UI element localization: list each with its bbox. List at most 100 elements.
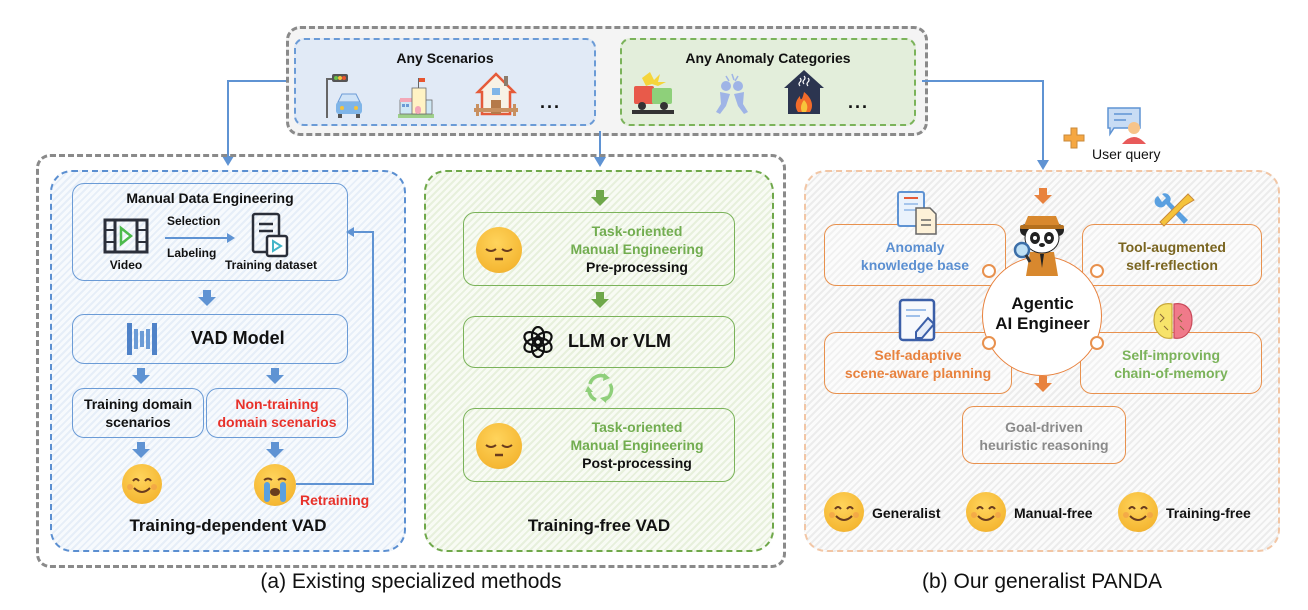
refresh-cycle-icon [585, 373, 614, 403]
scenarios-more: ... [540, 92, 562, 112]
connector-ring [982, 336, 996, 350]
vad-model-label: VAD Model [191, 328, 285, 348]
arrow-to-training-free [594, 157, 606, 167]
knowledge-line2: knowledge base [860, 257, 970, 273]
panel-a-caption: (a) Existing specialized methods [260, 570, 562, 593]
tool-reflection-box[interactable]: Tool-augmented self-reflection [1082, 224, 1262, 286]
fighting-icon [716, 73, 748, 114]
edit-notes-icon [898, 298, 936, 342]
training-dependent-vad-title: Training-dependent VAD [129, 516, 327, 535]
planning-box[interactable]: Self-adaptive scene-aware planning [824, 332, 1012, 394]
panel-b-caption: (b) Our generalist PANDA [921, 570, 1163, 593]
pre-line1: Task-oriented [591, 223, 683, 239]
connector-right-h [922, 80, 1044, 82]
arrow-to-panda [1037, 160, 1049, 170]
anomalies-more: ... [848, 92, 870, 112]
knowledge-base-box[interactable]: Anomaly knowledge base [824, 224, 1006, 286]
connector-left-v [227, 80, 229, 158]
pre-line3: Pre-processing [586, 259, 688, 275]
neural-network-icon [127, 323, 157, 355]
training-dataset-icon [251, 212, 289, 258]
panda-detective-icon [1013, 216, 1064, 276]
memory-line1: Self-improving [1121, 347, 1220, 363]
video-label: Video [109, 258, 143, 272]
tools-icon [1154, 193, 1195, 227]
arrow-to-training-dependent [222, 156, 234, 166]
arrow-vad-to-non-training-domain [266, 368, 284, 384]
traffic-light-car-icon [326, 74, 362, 118]
pre-processing-text: Task-oriented Manual Engineering Pre-pro… [552, 223, 722, 275]
pre-processing-box: Task-oriented Manual Engineering Pre-pro… [463, 212, 735, 286]
post-line2: Manual Engineering [570, 437, 704, 453]
any-anomaly-categories-title: Any Anomaly Categories [685, 50, 851, 66]
car-crash-icon [632, 72, 674, 114]
manual-data-engineering-title: Manual Data Engineering [126, 190, 294, 206]
training-dataset-label: Training dataset [225, 258, 318, 272]
agentic-label-1: Agentic [1011, 294, 1074, 313]
any-scenarios-title: Any Scenarios [396, 50, 494, 66]
training-free-smiley-icon [1118, 492, 1158, 532]
labeling-label: Labeling [167, 246, 217, 260]
pensive-face-icon [476, 227, 522, 273]
connector-ring [1090, 336, 1104, 350]
connector-right-v [1042, 80, 1044, 162]
video-icon [103, 218, 149, 254]
post-processing-box: Task-oriented Manual Engineering Post-pr… [463, 408, 735, 482]
brain-icon [1153, 303, 1193, 339]
happy-face-icon [122, 464, 162, 504]
training-domain-box: Training domain scenarios [72, 388, 204, 438]
arrow-to-pre-processing [591, 190, 609, 206]
user-query-label: User query [1092, 146, 1161, 162]
manual-data-engineering-box: Manual Data Engineering Video Selection … [72, 183, 348, 281]
existing-methods-container [36, 154, 786, 568]
post-processing-text: Task-oriented Manual Engineering Post-pr… [552, 419, 722, 471]
property-manual-free: Manual-free [1014, 505, 1093, 521]
retraining-line-top [350, 231, 374, 233]
any-anomaly-categories-box: Any Anomaly Categories ... [620, 38, 916, 126]
retraining-line-v [372, 231, 374, 485]
house-icon [474, 72, 518, 116]
crying-face-icon [254, 464, 296, 506]
agentic-label-2: AI Engineer [995, 314, 1090, 333]
selection-arrowhead [227, 233, 235, 243]
vad-model-box: VAD Model [72, 314, 348, 364]
planning-line2: scene-aware planning [844, 365, 992, 381]
pensive-face-icon [476, 423, 522, 469]
retraining-label: Retraining [300, 492, 370, 508]
any-scenarios-box: Any Scenarios ... [294, 38, 596, 126]
post-line3: Post-processing [582, 455, 692, 471]
training-domain-line2: scenarios [105, 414, 171, 430]
non-training-domain-box: Non-training domain scenarios [206, 388, 348, 438]
non-training-domain-line1: Non-training [235, 396, 319, 412]
arrow-to-llm [591, 292, 609, 308]
retraining-line-h [296, 483, 374, 485]
arrow-to-happy-face [132, 442, 150, 458]
retraining-arrowhead [346, 227, 354, 237]
property-training-free: Training-free [1166, 505, 1251, 521]
arrow-mde-to-vad [198, 290, 216, 306]
manual-free-smiley-icon [966, 492, 1006, 532]
reasoning-line2: heuristic reasoning [979, 437, 1109, 453]
reasoning-line1: Goal-driven [1005, 419, 1083, 435]
arrow-into-agent [1034, 188, 1052, 204]
school-building-icon [398, 78, 434, 118]
plus-icon [1063, 127, 1085, 149]
planning-line1: Self-adaptive [874, 347, 962, 363]
llm-vlm-label: LLM or VLM [568, 331, 671, 351]
arrow-vad-to-training-domain [132, 368, 150, 384]
non-training-domain-line2: domain scenarios [217, 414, 337, 430]
connector-ring [982, 264, 996, 278]
connector-left-h [228, 80, 286, 82]
llm-vlm-box: LLM or VLM [463, 316, 735, 368]
memory-box[interactable]: Self-improving chain-of-memory [1080, 332, 1262, 394]
openai-logo-icon [523, 326, 553, 358]
memory-line2: chain-of-memory [1114, 365, 1228, 381]
generalist-smiley-icon [824, 492, 864, 532]
post-line1: Task-oriented [591, 419, 683, 435]
reasoning-box[interactable]: Goal-driven heuristic reasoning [962, 406, 1126, 464]
arrow-to-crying-face [266, 442, 284, 458]
connector-ring [1090, 264, 1104, 278]
training-free-vad-title: Training-free VAD [527, 516, 671, 535]
agentic-ai-engineer-node[interactable] [982, 256, 1102, 376]
connector-mid-v [599, 131, 601, 159]
